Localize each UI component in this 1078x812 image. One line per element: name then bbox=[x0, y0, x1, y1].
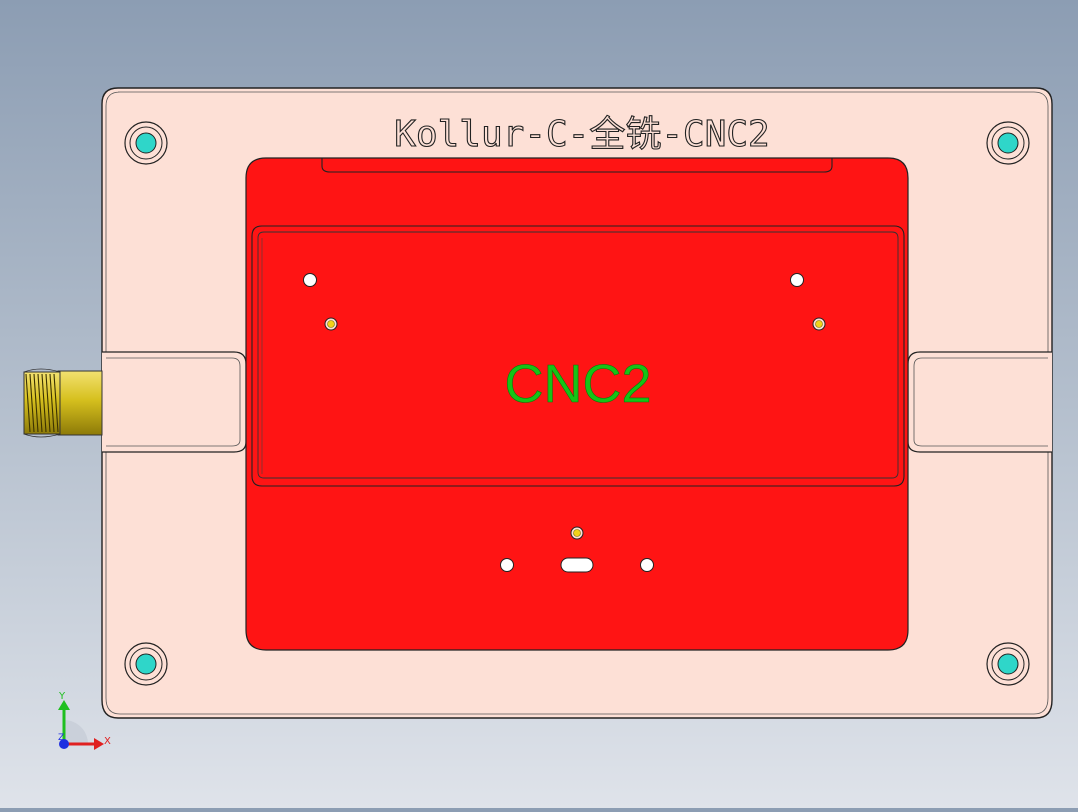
bolt-top-right[interactable] bbox=[986, 121, 1030, 165]
z-axis-dot bbox=[59, 739, 69, 749]
hole-top-right[interactable] bbox=[790, 273, 804, 287]
triad-x-label: X bbox=[104, 736, 111, 747]
inner-pad[interactable] bbox=[251, 225, 905, 487]
left-side-slot bbox=[102, 351, 247, 453]
engraved-title: Kollur-C-全铣-CNC2 bbox=[394, 114, 769, 155]
triad-z-label: Z bbox=[58, 733, 64, 743]
threaded-fitting[interactable] bbox=[23, 368, 103, 438]
slot-hole[interactable] bbox=[560, 557, 594, 573]
hole-bottom-left[interactable] bbox=[500, 558, 514, 572]
pocket-label: CNC2 bbox=[504, 354, 651, 414]
pin-left[interactable] bbox=[324, 317, 338, 331]
right-side-slot bbox=[907, 351, 1052, 453]
pin-right[interactable] bbox=[812, 317, 826, 331]
coordinate-triad: Y X Z bbox=[58, 691, 111, 750]
bolt-top-left[interactable] bbox=[124, 121, 168, 165]
bolt-bottom-left[interactable] bbox=[124, 642, 168, 686]
triad-y-label: Y bbox=[58, 691, 66, 702]
bolt-bottom-right[interactable] bbox=[986, 642, 1030, 686]
hole-top-left[interactable] bbox=[303, 273, 317, 287]
hole-bottom-right[interactable] bbox=[640, 558, 654, 572]
pin-bottom[interactable] bbox=[570, 526, 584, 540]
